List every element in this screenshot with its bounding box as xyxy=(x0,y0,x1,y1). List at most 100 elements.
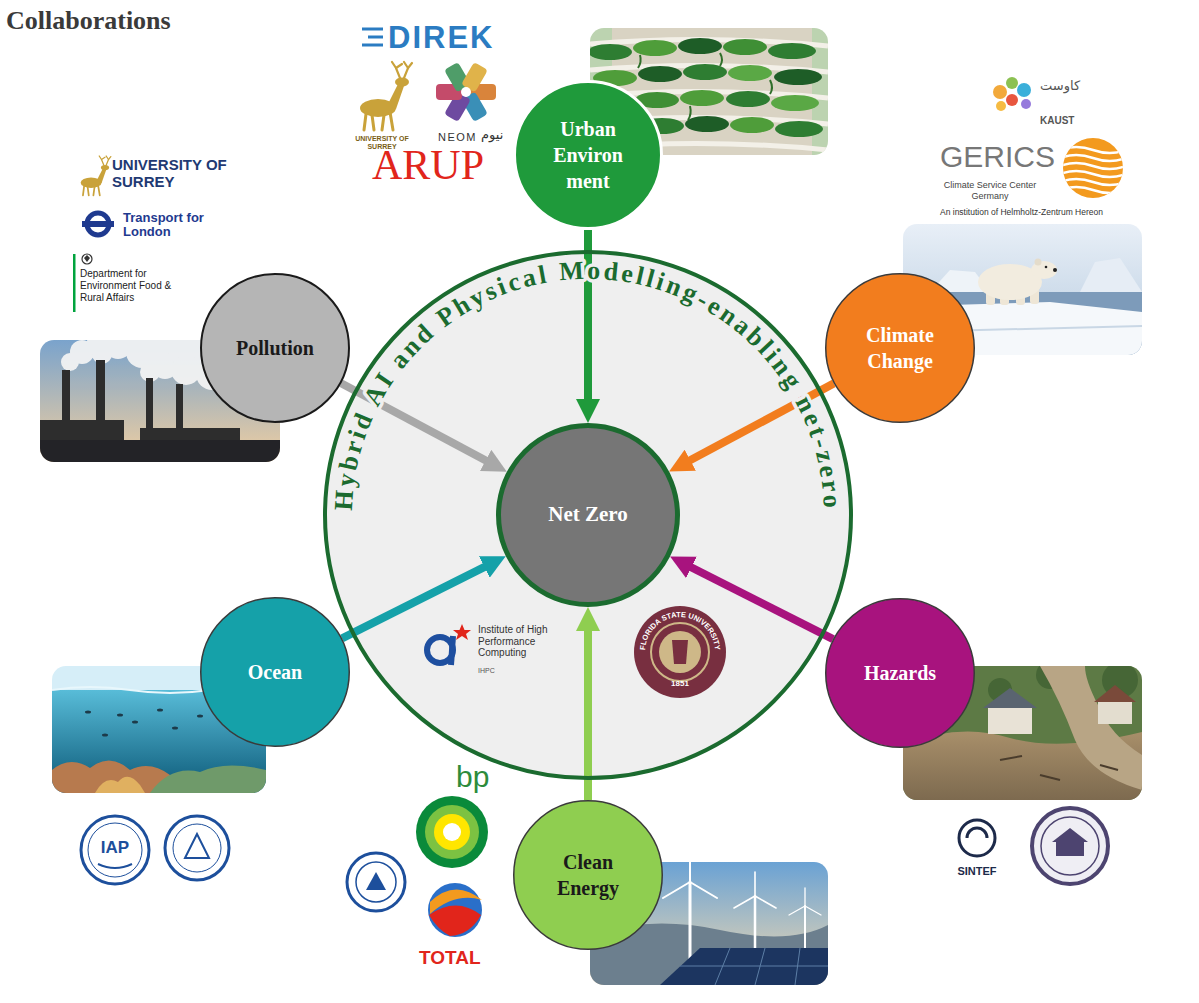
node-label: Net Zero xyxy=(513,501,663,528)
logo-wordmark: Transport for London xyxy=(123,211,215,240)
logo-wordmark: GERICS xyxy=(940,140,1055,175)
illustration-part xyxy=(774,69,822,85)
logo-wordmark: SINTEF xyxy=(957,865,996,878)
logo-wordmark: bp xyxy=(456,760,489,795)
seal-year: 1851 xyxy=(671,679,689,688)
hub-circle: Net Zero xyxy=(496,423,680,607)
illustration-part xyxy=(685,116,729,132)
circle-shape xyxy=(515,82,662,229)
illustration-part xyxy=(1060,179,1126,185)
illustration-part xyxy=(368,36,383,39)
logo-wordmark: Institute of High Performance Computing xyxy=(478,624,573,659)
node-label: Climate Change xyxy=(844,322,956,374)
curved-heading: Hybrid AI and Physical Modelling-enablin… xyxy=(329,256,847,512)
illustration-part xyxy=(720,53,722,66)
illustration-part xyxy=(165,816,229,880)
logo-wordmark: Department for Environment Food & Rural … xyxy=(80,268,188,304)
frame-ring xyxy=(325,252,851,778)
node-text-block: Hazards xyxy=(844,660,956,686)
illustration-part xyxy=(1060,147,1126,193)
illustration-part xyxy=(983,688,1037,708)
illustration-part xyxy=(993,85,1007,99)
illustration-part xyxy=(996,101,1006,111)
circle-shape xyxy=(201,598,350,747)
logo-caption: Climate Service Center Germany xyxy=(934,180,1046,202)
illustration-part xyxy=(1056,840,1084,856)
illustration-part xyxy=(1060,147,1126,153)
frame-circle: Net ZeroHybrid AI and Physical Modelling… xyxy=(323,250,853,780)
illustration-part xyxy=(688,106,691,120)
node-text-block: Clean Energy xyxy=(538,849,638,901)
illustration-part xyxy=(755,896,776,908)
logo-wordmark: IAP xyxy=(101,838,129,858)
illustration-part xyxy=(81,156,111,195)
illustration-part xyxy=(1080,258,1142,292)
illustration-part xyxy=(1006,77,1018,89)
illustration-part xyxy=(678,38,722,54)
illustration-part xyxy=(1041,817,1099,875)
node-label: Hazards xyxy=(844,660,956,686)
illustration-part xyxy=(82,254,92,264)
illustration-part xyxy=(40,440,280,462)
circle-outline xyxy=(513,800,663,950)
logo-wordmark: NEOM xyxy=(438,131,477,144)
illustration-part xyxy=(362,44,383,47)
theme-circle: Urban Environ ment xyxy=(513,80,663,230)
flow-arrow xyxy=(342,564,490,638)
logo-caption: An institution of Helmholtz-Zentrum Here… xyxy=(940,208,1103,218)
illustration-part xyxy=(638,66,682,82)
theme-circle: Pollution xyxy=(200,273,350,423)
illustration-part xyxy=(416,796,488,868)
illustration-part xyxy=(789,906,805,915)
illustration-part xyxy=(428,883,482,937)
illustration-part xyxy=(993,77,1031,111)
illustration-part xyxy=(102,734,108,737)
illustration-part xyxy=(723,39,767,55)
illustration-part xyxy=(651,623,709,681)
illustration-part xyxy=(366,872,386,890)
seal-text: FLORIDA STATE UNIVERSITY xyxy=(638,610,722,650)
illustration-part xyxy=(1032,808,1108,884)
illustration-part xyxy=(81,816,149,884)
illustration-part xyxy=(672,640,688,664)
illustration-part xyxy=(95,777,145,793)
illustration-part xyxy=(660,948,828,985)
illustration-part xyxy=(88,823,142,877)
illustration-part xyxy=(690,882,717,898)
illustration-part xyxy=(638,55,641,68)
illustration-part xyxy=(1040,775,1060,780)
illustration-part xyxy=(795,948,800,985)
node-text-block: Climate Change xyxy=(844,322,956,374)
illustration-part xyxy=(959,820,995,856)
illustration-part xyxy=(663,882,690,898)
illustration-part xyxy=(754,896,757,955)
illustration-part xyxy=(805,906,821,915)
illustration-part xyxy=(425,805,479,859)
logo-wordmark: TOTAL xyxy=(419,947,481,969)
illustration-part xyxy=(755,948,765,985)
illustration-part xyxy=(715,948,730,985)
circle-shape xyxy=(201,274,349,422)
illustration-part xyxy=(1094,685,1136,702)
node-text-block: Pollution xyxy=(219,335,331,361)
illustration-part xyxy=(157,709,163,712)
illustration-part xyxy=(1060,163,1126,169)
illustration-part xyxy=(197,715,203,718)
node-text-block: Urban Environ ment xyxy=(538,116,638,194)
illustration-part xyxy=(453,624,471,640)
illustration-part xyxy=(1053,268,1057,272)
illustration-part xyxy=(73,254,76,312)
illustration-part xyxy=(429,906,481,937)
illustration-part xyxy=(689,882,692,960)
logo-wordmark: كاوست xyxy=(1040,79,1080,94)
illustration-part xyxy=(663,862,821,960)
flow-arrow xyxy=(584,625,592,800)
illustration-part xyxy=(804,888,805,906)
illustration-part xyxy=(1060,171,1126,177)
illustration-part xyxy=(98,864,132,868)
illustration-part xyxy=(683,64,727,80)
circle-outline xyxy=(825,273,975,423)
theme-circle: Hazards xyxy=(825,598,975,748)
logo-wordmark: DIREK xyxy=(388,20,494,56)
illustration-part xyxy=(82,221,114,227)
